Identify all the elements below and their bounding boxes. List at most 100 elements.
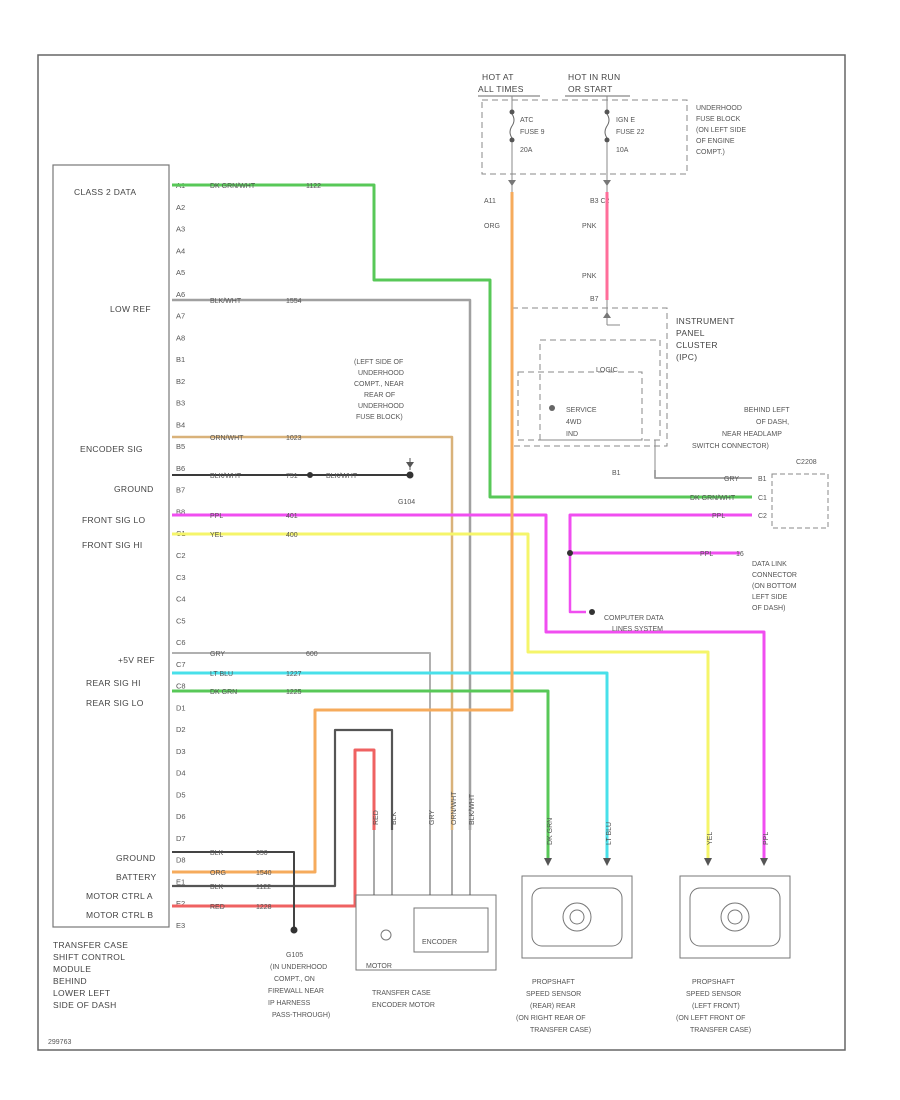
module-pin: E1	[176, 877, 185, 886]
wire-gnd2	[172, 851, 295, 928]
label-class2: CLASS 2 DATA	[74, 187, 136, 197]
wires	[172, 183, 766, 928]
fuse-block-3: (ON LEFT SIDE	[696, 127, 746, 134]
dlc-wire-dkgrn: DK GRN/WHT	[690, 495, 736, 502]
module-pin: B4	[176, 420, 185, 429]
module-pin: B5	[176, 442, 185, 451]
front-title-2: SPEED SENSOR	[686, 991, 741, 998]
wire-5v-num: 600	[306, 651, 318, 658]
service-4wd-3: IND	[566, 431, 578, 438]
fuse-a-1: ATC	[520, 117, 533, 124]
wire-dlc	[568, 513, 752, 555]
label-front-hi: FRONT SIG HI	[82, 540, 143, 550]
wire-computer-bus	[568, 553, 586, 614]
module-pin: B3	[176, 399, 185, 408]
wire-gnd2-color: BLK	[210, 850, 224, 857]
wire-front-lo	[172, 513, 766, 860]
splice-note-1: (LEFT SIDE OF	[354, 359, 403, 366]
front-title-1: PROPSHAFT	[692, 979, 736, 986]
g105-desc-3: FIREWALL NEAR	[268, 988, 324, 995]
encoder-motor: ENCODER MOTOR TRANSFER CASE ENCODER MOTO…	[355, 791, 497, 1009]
motor-wire-gry: GRY	[429, 810, 436, 825]
instrument-panel-cluster: INSTRUMENT PANEL CLUSTER (IPC) LOGIC SER…	[511, 300, 734, 477]
wire-rear-hi	[172, 671, 609, 860]
wire-rearhi-num: 1227	[286, 671, 302, 678]
fuse-block-outline	[481, 99, 688, 175]
wire-motor-b	[172, 748, 376, 908]
module-pin: A5	[176, 268, 185, 277]
module-pin: C4	[176, 595, 186, 604]
dlc-loc-4: SWITCH CONNECTOR)	[692, 443, 769, 450]
rear-speed-sensor: DK GRN LT BLU PROPSHAFT SPEED SENSOR (RE…	[516, 818, 633, 1034]
dlc-wire-ppl: PPL	[712, 513, 725, 520]
fuse-b-2: FUSE 22	[616, 129, 645, 136]
wire-class2-color: DK GRN/WHT	[210, 183, 256, 190]
module-pin: D7	[176, 834, 186, 843]
motor-title-1: TRANSFER CASE	[372, 990, 431, 997]
wire-frontlo-num: 401	[286, 513, 298, 520]
module-pin: E2	[176, 899, 185, 908]
g105-desc-2: COMPT., ON	[274, 976, 315, 983]
rear-title-1: PROPSHAFT	[532, 979, 576, 986]
splice-note-3: COMPT., NEAR	[354, 381, 404, 388]
dlc-conn-3: (ON BOTTOM	[752, 583, 797, 590]
front-wire-ppl: PPL	[763, 832, 770, 845]
module-pin: B1	[176, 355, 185, 364]
wire-class2	[172, 183, 752, 499]
transfer-case-module: CLASS 2 DATA LOW REF ENCODER SIG GROUND …	[52, 164, 186, 1010]
front-title-3: (LEFT FRONT)	[692, 1003, 740, 1010]
service-4wd-1: SERVICE	[566, 407, 597, 414]
wire-motora-num: 1122	[256, 884, 271, 891]
label-front-lo: FRONT SIG LO	[82, 515, 146, 525]
wire-low-ref	[172, 298, 472, 830]
module-pin: D3	[176, 747, 186, 756]
dlc-loc-3: NEAR HEADLAMP	[722, 431, 782, 438]
rear-wire-ltblu: LT BLU	[606, 822, 613, 845]
ipc-4: (IPC)	[676, 352, 697, 362]
rear-title-3: (REAR) REAR	[530, 1003, 576, 1010]
wire-labels: DK GRN/WHT 1122 BLK/WHT 1554 ORN/WHT 102…	[210, 183, 358, 911]
wire-rearlo-color: DK GRN	[210, 689, 237, 696]
encoder-label: ENCODER	[422, 939, 457, 946]
module-pin: B8	[176, 507, 185, 516]
wire-encoder	[172, 435, 454, 830]
label-rear-lo: REAR SIG LO	[86, 698, 144, 708]
module-title-4: BEHIND	[53, 976, 87, 986]
dlc-wire-ppl2: PPL	[700, 551, 713, 558]
dlc-wire-gry: GRY	[724, 476, 739, 483]
fuse-a-2: FUSE 9	[520, 129, 545, 136]
module-pin: A8	[176, 333, 185, 342]
module-pin: E3	[176, 921, 185, 930]
module-pin: D8	[176, 856, 186, 865]
fuse-block-4: OF ENGINE	[696, 138, 735, 145]
module-pin: D5	[176, 790, 186, 799]
fuse-a-3: 20A	[520, 147, 533, 154]
splice-note-4: REAR OF	[364, 392, 395, 399]
label-motor-a: MOTOR CTRL A	[86, 891, 153, 901]
module-pin: A7	[176, 312, 185, 321]
ipc-3: CLUSTER	[676, 340, 718, 350]
dlc-loc-5: C2208	[796, 459, 817, 466]
ipc-out-pin: B1	[612, 470, 621, 477]
module-pin: A4	[176, 246, 185, 255]
wire-frontlo-color: PPL	[210, 513, 223, 520]
rear-title-5: TRANSFER CASE)	[530, 1027, 591, 1034]
wire-rearlo-num: 1225	[286, 689, 302, 696]
rear-title-2: SPEED SENSOR	[526, 991, 581, 998]
fuse-block-1: UNDERHOOD	[696, 105, 742, 112]
hot-in-run-2: OR START	[568, 84, 613, 94]
g105-id: G105	[286, 952, 303, 959]
ipc-pin: B7	[590, 296, 599, 303]
wire-class2-num: 1122	[306, 183, 321, 190]
ground-g105: G105 (IN UNDERHOOD COMPT., ON FIREWALL N…	[268, 926, 330, 1019]
motor-wire-labels: RED BLK GRY ORN/WHT BLK/WHT	[373, 791, 476, 825]
wire-battery	[172, 192, 514, 874]
module-pin: D4	[176, 769, 186, 778]
wire-motora-color: BLK	[210, 884, 224, 891]
module-pin: A2	[176, 203, 185, 212]
wire-gry-dlc	[654, 470, 752, 479]
module-pin: A6	[176, 290, 185, 299]
dlc-pin-c1: C1	[758, 495, 767, 502]
motor-wire-ornwht: ORN/WHT	[451, 791, 458, 825]
